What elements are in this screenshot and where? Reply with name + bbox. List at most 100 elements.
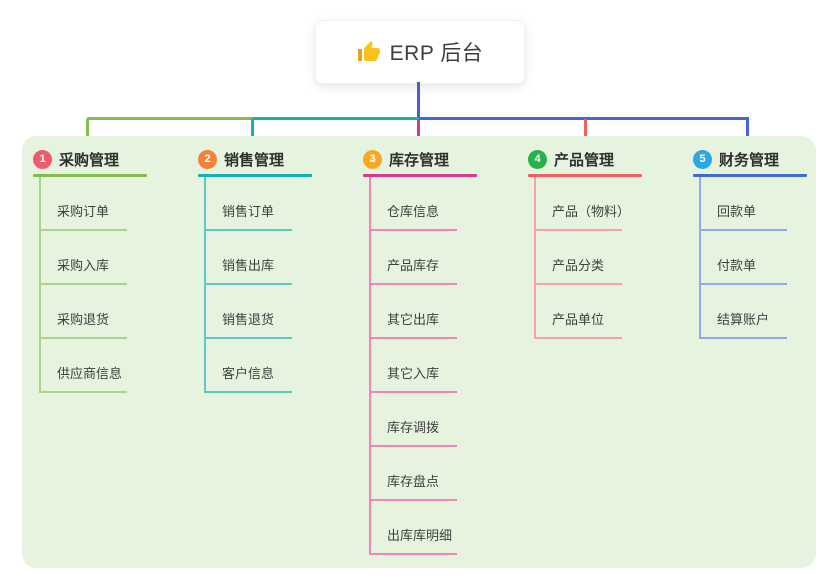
- connector-drop-2: [251, 119, 254, 148]
- child-label: 库存盘点: [387, 474, 440, 489]
- connector-root: [417, 82, 420, 118]
- child-node[interactable]: 库存盘点: [363, 447, 477, 501]
- child-label: 采购订单: [57, 204, 110, 219]
- branch-underline: [33, 174, 147, 177]
- connector-drop-3: [417, 119, 420, 148]
- child-node[interactable]: 采购退货: [33, 285, 147, 339]
- connector-drop-4: [584, 119, 587, 148]
- child-connector-line: [699, 283, 787, 285]
- branch-title-finance[interactable]: 5 财务管理: [693, 148, 807, 170]
- branch-finance: 5 财务管理 回款单 付款单 结算账户: [693, 148, 807, 339]
- child-connector-line: [369, 499, 457, 501]
- child-label: 客户信息: [222, 366, 275, 381]
- branch-underline: [198, 174, 312, 177]
- thumbs-up-icon: [357, 41, 380, 61]
- child-label: 采购入库: [57, 258, 110, 273]
- child-label: 采购退货: [57, 312, 110, 327]
- connector-drop-1: [86, 119, 89, 148]
- child-connector-line: [39, 229, 127, 231]
- child-node[interactable]: 销售退货: [198, 285, 312, 339]
- child-label: 其它入库: [387, 366, 440, 381]
- connector-drop-5: [746, 119, 749, 148]
- branch-sales: 2 销售管理 销售订单 销售出库 销售退货 客户信息: [198, 148, 312, 393]
- child-connector-line: [204, 337, 292, 339]
- branch-underline: [363, 174, 477, 177]
- child-label: 出库库明细: [387, 528, 453, 543]
- child-node[interactable]: 出库库明细: [363, 501, 477, 555]
- child-label: 销售订单: [222, 204, 275, 219]
- branch-title-product[interactable]: 4 产品管理: [528, 148, 642, 170]
- branch-children: 销售订单 销售出库 销售退货 客户信息: [198, 177, 312, 393]
- branch-label: 采购管理: [59, 151, 120, 169]
- child-connector-line: [39, 283, 127, 285]
- connector-bus-right: [419, 117, 749, 120]
- branch-title-inventory[interactable]: 3 库存管理: [363, 148, 477, 170]
- branch-trunk-line: [39, 177, 41, 393]
- child-node[interactable]: 回款单: [693, 177, 807, 231]
- child-node[interactable]: 付款单: [693, 231, 807, 285]
- branch-product: 4 产品管理 产品（物料） 产品分类 产品单位: [528, 148, 642, 339]
- child-node[interactable]: 销售出库: [198, 231, 312, 285]
- child-label: 销售退货: [222, 312, 275, 327]
- root-label: ERP 后台: [389, 42, 484, 65]
- child-connector-line: [369, 445, 457, 447]
- branch-trunk-line: [534, 177, 536, 339]
- child-connector-line: [204, 391, 292, 393]
- child-node[interactable]: 其它入库: [363, 339, 477, 393]
- group-panel: [22, 136, 816, 568]
- child-label: 库存调拨: [387, 420, 440, 435]
- child-node[interactable]: 仓库信息: [363, 177, 477, 231]
- connector-bus-left: [87, 117, 253, 120]
- branch-trunk-line: [369, 177, 371, 555]
- child-label: 产品单位: [552, 312, 605, 327]
- branch-number-badge: 4: [528, 149, 547, 169]
- connector-bus-mid: [253, 117, 419, 120]
- child-label: 仓库信息: [387, 204, 440, 219]
- branch-trunk-line: [204, 177, 206, 393]
- branch-label: 库存管理: [389, 151, 450, 169]
- child-label: 产品（物料）: [552, 204, 631, 219]
- branch-number-badge: 3: [363, 149, 382, 169]
- child-node[interactable]: 销售订单: [198, 177, 312, 231]
- branch-purchase: 1 采购管理 采购订单 采购入库 采购退货 供应商信息: [33, 148, 147, 393]
- child-node[interactable]: 采购入库: [33, 231, 147, 285]
- branch-number-badge: 2: [198, 149, 217, 169]
- child-node[interactable]: 产品（物料）: [528, 177, 642, 231]
- child-connector-line: [369, 229, 457, 231]
- child-connector-line: [369, 283, 457, 285]
- child-node[interactable]: 产品单位: [528, 285, 642, 339]
- child-connector-line: [534, 283, 622, 285]
- child-node[interactable]: 供应商信息: [33, 339, 147, 393]
- child-node[interactable]: 采购订单: [33, 177, 147, 231]
- child-node[interactable]: 产品分类: [528, 231, 642, 285]
- child-connector-line: [534, 337, 622, 339]
- child-connector-line: [699, 229, 787, 231]
- branch-underline: [693, 174, 807, 177]
- child-label: 回款单: [717, 204, 757, 219]
- child-connector-line: [369, 553, 457, 555]
- child-label: 供应商信息: [57, 366, 123, 381]
- child-connector-line: [369, 391, 457, 393]
- child-connector-line: [369, 337, 457, 339]
- child-node[interactable]: 库存调拨: [363, 393, 477, 447]
- branch-children: 采购订单 采购入库 采购退货 供应商信息: [33, 177, 147, 393]
- child-connector-line: [39, 337, 127, 339]
- child-label: 销售出库: [222, 258, 275, 273]
- child-connector-line: [39, 391, 127, 393]
- child-label: 付款单: [717, 258, 757, 273]
- root-node[interactable]: ERP 后台: [315, 20, 525, 84]
- branch-children: 回款单 付款单 结算账户: [693, 177, 807, 339]
- child-label: 其它出库: [387, 312, 440, 327]
- child-node[interactable]: 其它出库: [363, 285, 477, 339]
- branch-title-purchase[interactable]: 1 采购管理: [33, 148, 147, 170]
- branch-title-sales[interactable]: 2 销售管理: [198, 148, 312, 170]
- child-node[interactable]: 产品库存: [363, 231, 477, 285]
- branch-number-badge: 5: [693, 149, 712, 169]
- child-node[interactable]: 结算账户: [693, 285, 807, 339]
- child-connector-line: [699, 337, 787, 339]
- child-node[interactable]: 客户信息: [198, 339, 312, 393]
- branch-label: 销售管理: [224, 151, 285, 169]
- branch-number-badge: 1: [33, 149, 52, 169]
- child-connector-line: [204, 283, 292, 285]
